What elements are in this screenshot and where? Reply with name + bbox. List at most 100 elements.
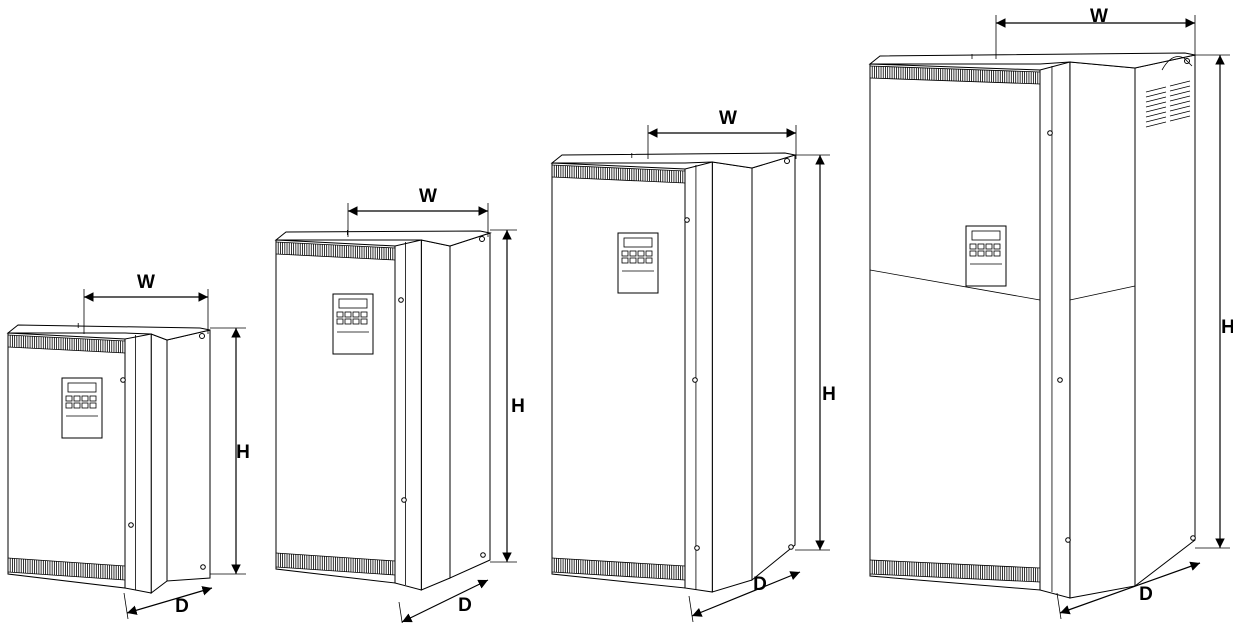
keypad-key (336, 318, 344, 325)
panel-split (869, 269, 1041, 301)
top-face (6, 324, 211, 341)
screw (1190, 535, 1196, 541)
depth-dimension: D (398, 579, 489, 623)
keypad-key (645, 250, 653, 257)
keypad-key (977, 243, 985, 250)
screw (398, 297, 404, 303)
width-dimension: W (995, 6, 1196, 59)
width-label: W (1090, 6, 1108, 27)
width-label: W (719, 108, 737, 129)
keypad-key (336, 311, 344, 318)
keypad-key (629, 257, 637, 264)
corner-strip (684, 161, 713, 593)
keypad-key (81, 395, 89, 402)
keypad-key (89, 402, 97, 409)
front-panel (869, 63, 1041, 591)
side-panel (1069, 61, 1136, 599)
keypad-key (645, 257, 653, 264)
keypad-key (73, 402, 81, 409)
keypad-key (344, 318, 352, 325)
mounting-hole (784, 158, 790, 164)
side-rear-panel (166, 329, 211, 582)
keypad-key (360, 311, 368, 318)
depth-dimension: D (123, 586, 213, 620)
side-panel (150, 333, 168, 595)
keypad-key (621, 250, 629, 257)
width-dimension: W (83, 272, 209, 334)
front-panel (275, 239, 396, 584)
screw (401, 497, 407, 503)
height-label: H (822, 384, 836, 405)
height-dimension: H (1195, 54, 1233, 549)
width-label: W (419, 186, 437, 207)
keypad-key (81, 402, 89, 409)
corner-strip (394, 239, 422, 591)
keypad-key (629, 250, 637, 257)
depth-label: D (753, 574, 767, 595)
height-label: H (236, 442, 250, 463)
depth-label: D (458, 595, 472, 616)
corner-strip (1039, 61, 1071, 599)
screw (480, 552, 486, 558)
height-dimension: H (210, 327, 250, 575)
screw (1065, 537, 1071, 543)
corner-strip (124, 333, 152, 594)
top-vent-grille (551, 164, 686, 184)
width-dimension: W (647, 108, 797, 159)
top-face (550, 152, 796, 169)
screw (1047, 130, 1053, 136)
drive-unit-4: W H D (868, 6, 1233, 620)
bottom-vent-grille (275, 552, 396, 576)
drive-unit-3: W H D (550, 108, 836, 623)
keypad-key (65, 395, 73, 402)
lcd-screen (971, 230, 1001, 241)
bottom-vent-grille (869, 559, 1041, 583)
keypad-key (637, 250, 645, 257)
keypad-key (352, 318, 360, 325)
height-dimension: H (490, 229, 525, 563)
drive-unit-1: W H D (6, 272, 250, 620)
screw (200, 564, 206, 570)
screw (684, 217, 690, 223)
keypad-key (637, 257, 645, 264)
depth-label: D (1139, 584, 1153, 605)
screw (1057, 377, 1063, 383)
lcd-screen (623, 237, 653, 248)
screw (128, 522, 134, 528)
bottom-vent-grille (7, 557, 126, 581)
mounting-hole (479, 236, 485, 242)
keypad-display (617, 232, 659, 294)
keypad-key (969, 250, 977, 257)
keypad-key (73, 395, 81, 402)
mounting-hole (199, 333, 205, 339)
front-panel (551, 162, 686, 589)
side-rear-panel (1134, 54, 1196, 588)
side-rear-panel (751, 154, 796, 582)
keypad-key (993, 243, 1001, 250)
top-face (868, 52, 1196, 69)
height-label: H (511, 396, 525, 417)
keypad-key (985, 250, 993, 257)
side-rear-panel (449, 232, 491, 579)
lcd-screen (338, 298, 368, 309)
lifting-eye (1161, 56, 1193, 71)
depth-label: D (175, 596, 189, 617)
bottom-vent-grille (551, 557, 686, 581)
keypad-key (621, 257, 629, 264)
keypad-key (65, 402, 73, 409)
keypad-key (985, 243, 993, 250)
depth-dimension: D (1056, 561, 1201, 620)
screw (694, 545, 700, 551)
top-vent-grille (7, 334, 126, 354)
keypad-display (965, 225, 1007, 287)
keypad-key (360, 318, 368, 325)
side-louvres (1145, 80, 1191, 128)
side-panel (711, 161, 753, 593)
keypad-key (977, 250, 985, 257)
keypad-key (352, 311, 360, 318)
lcd-screen (67, 382, 97, 393)
screw (692, 377, 698, 383)
screw (120, 377, 126, 383)
top-vent-grille (869, 65, 1041, 85)
top-vent-grille (275, 241, 396, 261)
